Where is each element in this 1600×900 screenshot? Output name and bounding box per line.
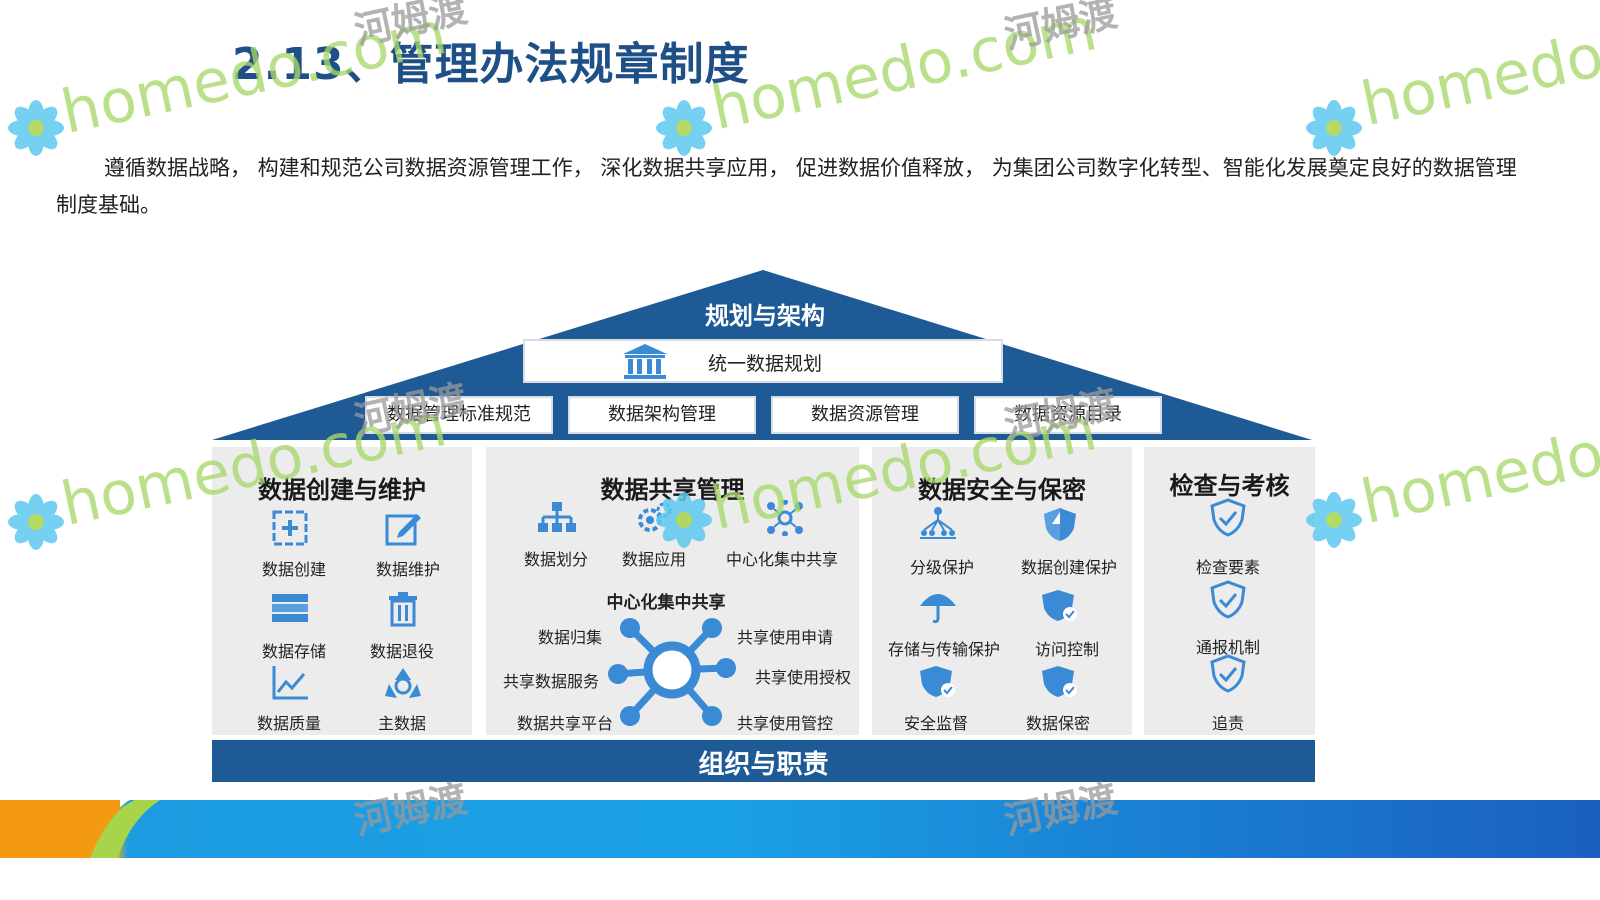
item-notify-mechanism: 通报机制	[1195, 638, 1260, 657]
unify-plan-box	[523, 339, 1003, 383]
plus-square-icon	[272, 510, 308, 546]
shield-check-icon	[920, 666, 955, 697]
org-tree-icon	[920, 507, 956, 539]
unify-plan-label: 统一数据规划	[707, 353, 822, 375]
item-data-maintain: 数据维护	[375, 560, 440, 579]
panel-check-title: 检查与考核	[1169, 472, 1290, 500]
check-shield-icon	[1210, 580, 1246, 619]
shield-icon	[1044, 508, 1076, 541]
item-data-division: 数据划分	[523, 550, 588, 569]
hub-left-collect: 数据归集	[537, 628, 602, 647]
intro-paragraph: 遵循数据战略， 构建和规范公司数据资源管理工作， 深化数据共享应用， 促进数据价…	[56, 156, 1517, 217]
hub-right-control: 共享使用管控	[736, 714, 833, 733]
flower-logo-icon	[656, 492, 712, 548]
roof-title: 规划与架构	[705, 302, 825, 330]
hub-right-authorize: 共享使用授权	[754, 668, 851, 687]
umbrella-icon	[920, 594, 956, 624]
hub-left-platform: 数据共享平台	[516, 714, 613, 733]
shield-check-icon	[1042, 666, 1077, 697]
flower-logo-icon	[1306, 100, 1362, 156]
panel-security	[872, 447, 1132, 735]
hub-diagram	[608, 618, 736, 726]
hub-left-service: 共享数据服务	[502, 672, 599, 691]
row-box-standards: 数据管理标准规范	[365, 396, 553, 434]
item-check-elements: 检查要素	[1195, 558, 1260, 577]
row-box-resources: 数据资源管理	[771, 396, 959, 434]
hierarchy-icon	[538, 502, 576, 532]
item-data-retire: 数据退役	[369, 642, 434, 661]
item-data-storage: 数据存储	[261, 642, 326, 661]
hub-right-apply: 共享使用申请	[736, 628, 833, 647]
item-master-data: 主数据	[377, 714, 426, 733]
panel-security-title: 数据安全与保密	[918, 476, 1086, 504]
item-data-application: 数据应用	[621, 550, 686, 569]
flower-logo-icon	[8, 100, 64, 156]
item-data-create: 数据创建	[261, 560, 326, 579]
item-central-share: 中心化集中共享	[725, 550, 838, 569]
panel-creation	[212, 447, 472, 735]
item-create-protect: 数据创建保护	[1020, 558, 1117, 577]
hub-title: 中心化集中共享	[606, 593, 726, 613]
flower-logo-icon	[1306, 492, 1362, 548]
line-chart-icon	[272, 666, 308, 700]
bank-icon	[623, 344, 667, 379]
check-shield-icon	[1210, 498, 1246, 537]
flower-logo-icon	[8, 494, 64, 550]
edit-icon	[385, 514, 421, 546]
item-access-control: 访问控制	[1034, 640, 1099, 659]
row-box-architecture: 数据架构管理	[568, 396, 756, 434]
item-accountability: 追责	[1211, 714, 1244, 733]
ribbon-green	[90, 800, 160, 858]
flower-logo-icon	[656, 100, 712, 156]
foundation-bar	[212, 740, 1315, 782]
item-data-secrecy: 数据保密	[1025, 714, 1090, 733]
panel-sharing-title: 数据共享管理	[600, 476, 745, 504]
network-hub-icon	[767, 500, 803, 536]
item-level-protect: 分级保护	[909, 558, 974, 577]
trash-icon	[389, 592, 417, 627]
foundation-label: 组织与职责	[698, 750, 829, 780]
row-box-catalog: 数据资源目录	[974, 396, 1162, 434]
bottom-ribbon	[0, 800, 1600, 858]
shield-check-icon	[1042, 590, 1077, 621]
check-shield-icon	[1210, 654, 1246, 693]
item-data-quality: 数据质量	[256, 714, 321, 733]
item-security-supervise: 安全监督	[903, 714, 968, 733]
server-storage-icon	[272, 594, 308, 622]
panel-creation-title: 数据创建与维护	[258, 476, 426, 504]
item-transfer-protect: 存储与传输保护	[887, 640, 1000, 659]
page-title: 2.13、管理办法规章制度	[232, 39, 750, 90]
recycle-icon	[385, 668, 421, 698]
panel-check	[1144, 447, 1315, 735]
